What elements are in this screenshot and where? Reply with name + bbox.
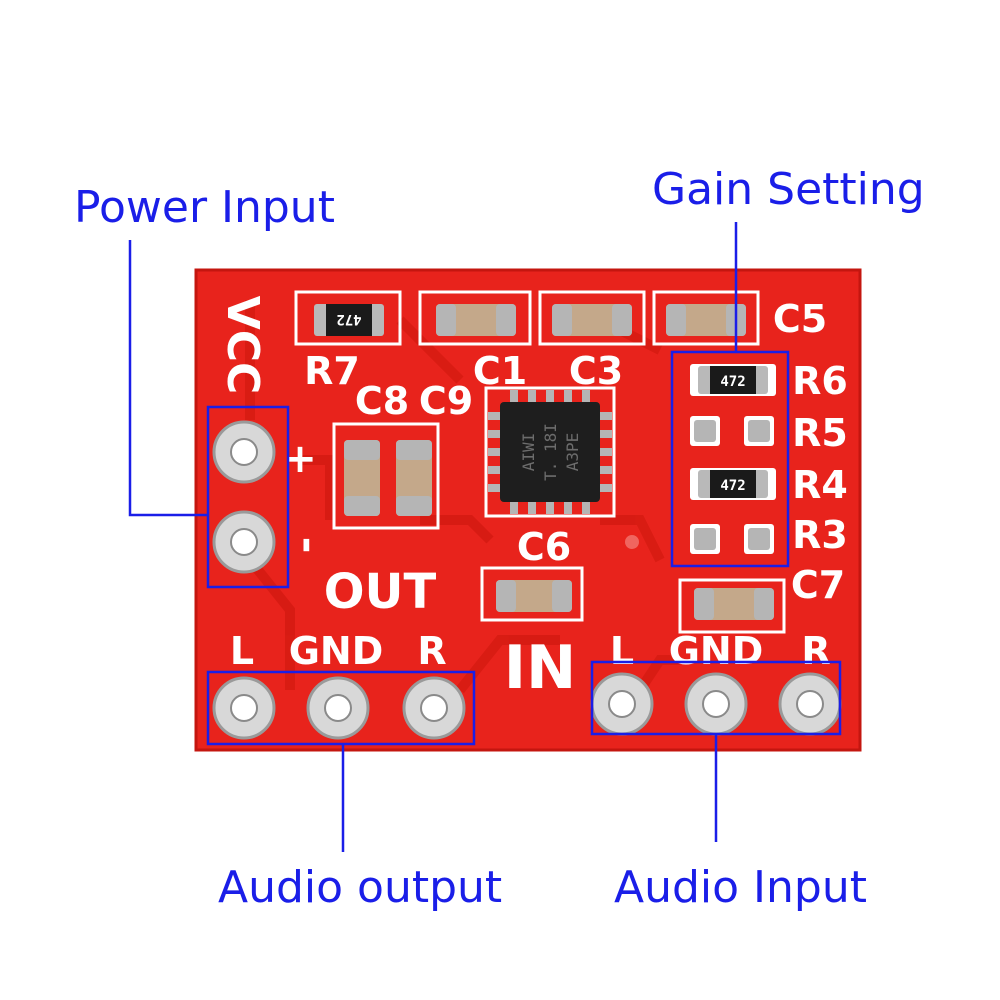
capacitor-c5 (666, 304, 746, 336)
out-pin-r-label: R (417, 629, 446, 673)
capacitor-c1 (436, 304, 516, 336)
audio-input-label: Audio Input (614, 862, 867, 913)
resistor-r4: 472 (690, 468, 776, 500)
pin-holes (212, 420, 842, 740)
resistor-code-r4: 472 (720, 478, 745, 494)
out-label: OUT (324, 564, 437, 620)
pin-hole-vcc-plus (212, 420, 276, 484)
label-c8: C8 (355, 379, 409, 423)
label-c9: C9 (419, 379, 473, 423)
label-c7: C7 (791, 563, 845, 607)
gain-setting-label: Gain Setting (652, 164, 925, 215)
amplifier-chip: AIWI T. 18I A3PE (488, 390, 612, 514)
silkscreen-outlines (294, 290, 786, 634)
in-pin-gnd-label: GND (669, 629, 764, 673)
chip-line-3: A3PE (563, 433, 582, 472)
label-c6: C6 (517, 525, 571, 569)
silkscreen-labels: VCC + - R7 C1 C3 C5 C8 C9 C6 C7 R6 R5 R4… (217, 296, 848, 703)
pin-hole-out-gnd (306, 676, 370, 740)
label-r6: R6 (792, 359, 848, 403)
in-pin-l-label: L (610, 629, 634, 673)
resistor-r7: 472 (314, 304, 384, 336)
out-pin-gnd-label: GND (289, 629, 384, 673)
minus-label: - (285, 537, 331, 554)
chip-line-1: AIWI (519, 433, 538, 472)
pin-hole-vcc-minus (212, 510, 276, 574)
out-pin-l-label: L (230, 629, 254, 673)
capacitor-c3 (552, 304, 632, 336)
pin-hole-in-gnd (684, 672, 748, 736)
capacitor-c8 (344, 440, 380, 516)
callout-lines (128, 222, 842, 852)
power-input-label: Power Input (74, 182, 335, 233)
in-label: IN (504, 633, 577, 703)
label-r7: R7 (304, 349, 360, 393)
chip-body (500, 402, 600, 502)
pin-hole-in-l (590, 672, 654, 736)
label-c5: C5 (773, 297, 827, 341)
resistor-r3-pads (690, 524, 774, 554)
vcc-label: VCC (217, 296, 268, 395)
power-input-box (206, 405, 290, 589)
capacitor-c7 (694, 588, 774, 620)
power-input-leader (128, 240, 208, 517)
resistor-code-r6: 472 (720, 374, 745, 390)
label-c3: C3 (569, 349, 623, 393)
pin-hole-in-r (778, 672, 842, 736)
label-r3: R3 (792, 513, 848, 557)
capacitor-c9 (396, 440, 432, 516)
chip-line-2: T. 18I (541, 423, 560, 481)
audio-output-label: Audio output (218, 862, 502, 913)
label-r5: R5 (792, 411, 848, 455)
label-c1: C1 (473, 349, 527, 393)
capacitor-c6 (496, 580, 572, 612)
resistor-r5-pads (690, 416, 774, 446)
resistor-r6: 472 (690, 364, 776, 396)
gain-setting-box (670, 350, 790, 568)
resistor-code-r7: 472 (336, 311, 361, 327)
audio-output-box (206, 670, 476, 746)
in-pin-r-label: R (801, 629, 830, 673)
pin-hole-out-r (402, 676, 466, 740)
pin-hole-out-l (212, 676, 276, 740)
label-r4: R4 (792, 463, 848, 507)
